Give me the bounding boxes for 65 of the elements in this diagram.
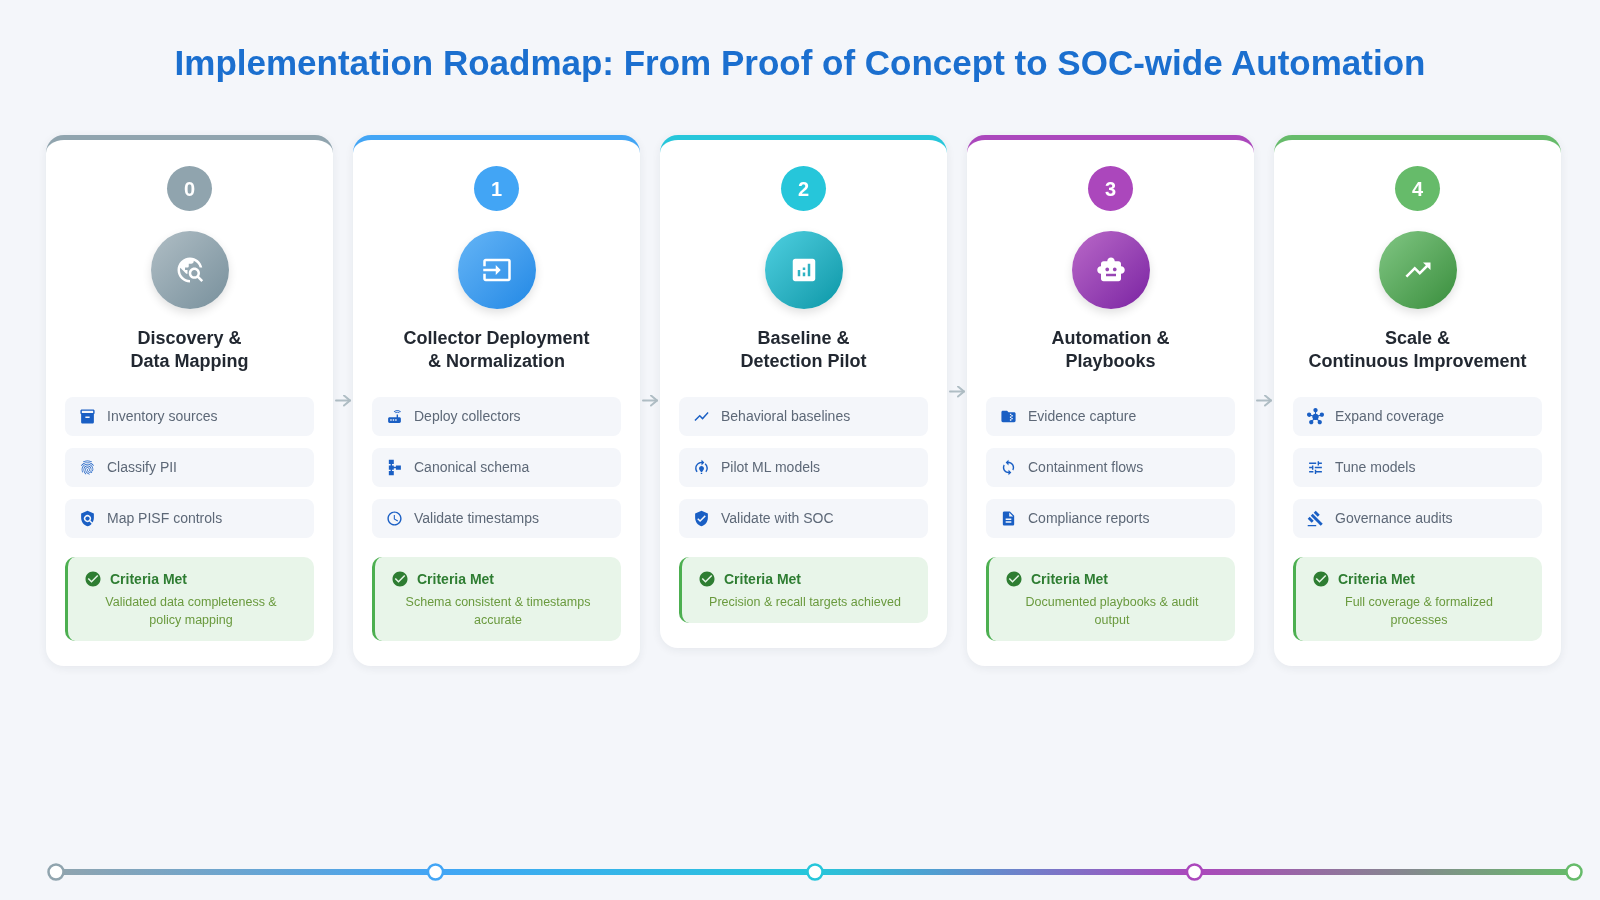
task-label: Classify PII <box>107 458 177 477</box>
task-label: Pilot ML models <box>721 458 821 477</box>
criteria-panel <box>372 557 621 641</box>
arrow <box>642 394 658 407</box>
task-item <box>65 397 314 436</box>
task-item <box>65 448 314 487</box>
phase-card <box>660 135 947 648</box>
phase-title: Baseline & Detection Pilot <box>740 327 867 373</box>
criteria-panel <box>679 557 928 623</box>
step-number: 0 <box>167 166 212 211</box>
task-label: Behavioral baselines <box>721 407 851 426</box>
title: Implementation Roadmap: From Proof of Concept to SOC-wide Automation <box>174 43 1426 82</box>
phase-title: Collector Deployment & Normalization <box>403 327 590 373</box>
task-label: Canonical schema <box>414 458 530 477</box>
task-item <box>679 448 928 487</box>
task-item <box>1293 448 1542 487</box>
task-item <box>986 397 1235 436</box>
task-label: Evidence capture <box>1028 407 1137 426</box>
criteria-panel <box>65 557 314 641</box>
task-item <box>679 397 928 436</box>
phase-card <box>1274 135 1561 666</box>
task-label: Inventory sources <box>107 407 218 426</box>
criteria-panel <box>986 557 1235 641</box>
task-item <box>65 499 314 538</box>
phase-card <box>353 135 640 666</box>
phase-card <box>46 135 333 666</box>
step-number: 4 <box>1395 166 1440 211</box>
phase-title: Automation & Playbooks <box>1051 327 1170 373</box>
task-item <box>372 397 621 436</box>
task-label: Tune models <box>1335 458 1416 477</box>
step-number: 3 <box>1088 166 1133 211</box>
task-label: Deploy collectors <box>414 407 521 426</box>
criteria-panel <box>1293 557 1542 641</box>
phase-title: Scale & Continuous Improvement <box>1308 327 1527 373</box>
criteria-description: Documented playbooks & audit output <box>1024 594 1200 629</box>
task-label: Map PISF controls <box>107 509 223 528</box>
task-item <box>986 499 1235 538</box>
criteria-heading: Criteria Met <box>1031 569 1109 589</box>
task-item <box>679 499 928 538</box>
step-number: 1 <box>474 166 519 211</box>
task-label: Compliance reports <box>1028 509 1150 528</box>
task-item <box>986 448 1235 487</box>
task-item <box>1293 499 1542 538</box>
task-item <box>372 499 621 538</box>
task-label: Validate with SOC <box>721 509 834 528</box>
phase-card <box>967 135 1254 666</box>
arrow <box>949 385 965 398</box>
criteria-heading: Criteria Met <box>724 569 802 589</box>
criteria-heading: Criteria Met <box>1338 569 1416 589</box>
task-label: Containment flows <box>1028 458 1144 477</box>
task-item <box>1293 397 1542 436</box>
criteria-description: Full coverage & formalized processes <box>1344 594 1494 629</box>
arrow <box>335 394 351 407</box>
criteria-description: Validated data completeness & policy mapping <box>104 594 278 629</box>
phase-title: Discovery & Data Mapping <box>130 327 249 373</box>
step-number: 2 <box>781 166 826 211</box>
task-item <box>372 448 621 487</box>
arrow <box>1256 394 1272 407</box>
task-label: Expand coverage <box>1335 407 1444 426</box>
task-label: Governance audits <box>1335 509 1453 528</box>
criteria-description: Precision & recall targets achieved <box>709 594 901 611</box>
criteria-heading: Criteria Met <box>110 569 188 589</box>
criteria-description: Schema consistent & timestamps accurate <box>404 594 592 629</box>
criteria-heading: Criteria Met <box>417 569 495 589</box>
task-label: Validate timestamps <box>414 509 539 528</box>
